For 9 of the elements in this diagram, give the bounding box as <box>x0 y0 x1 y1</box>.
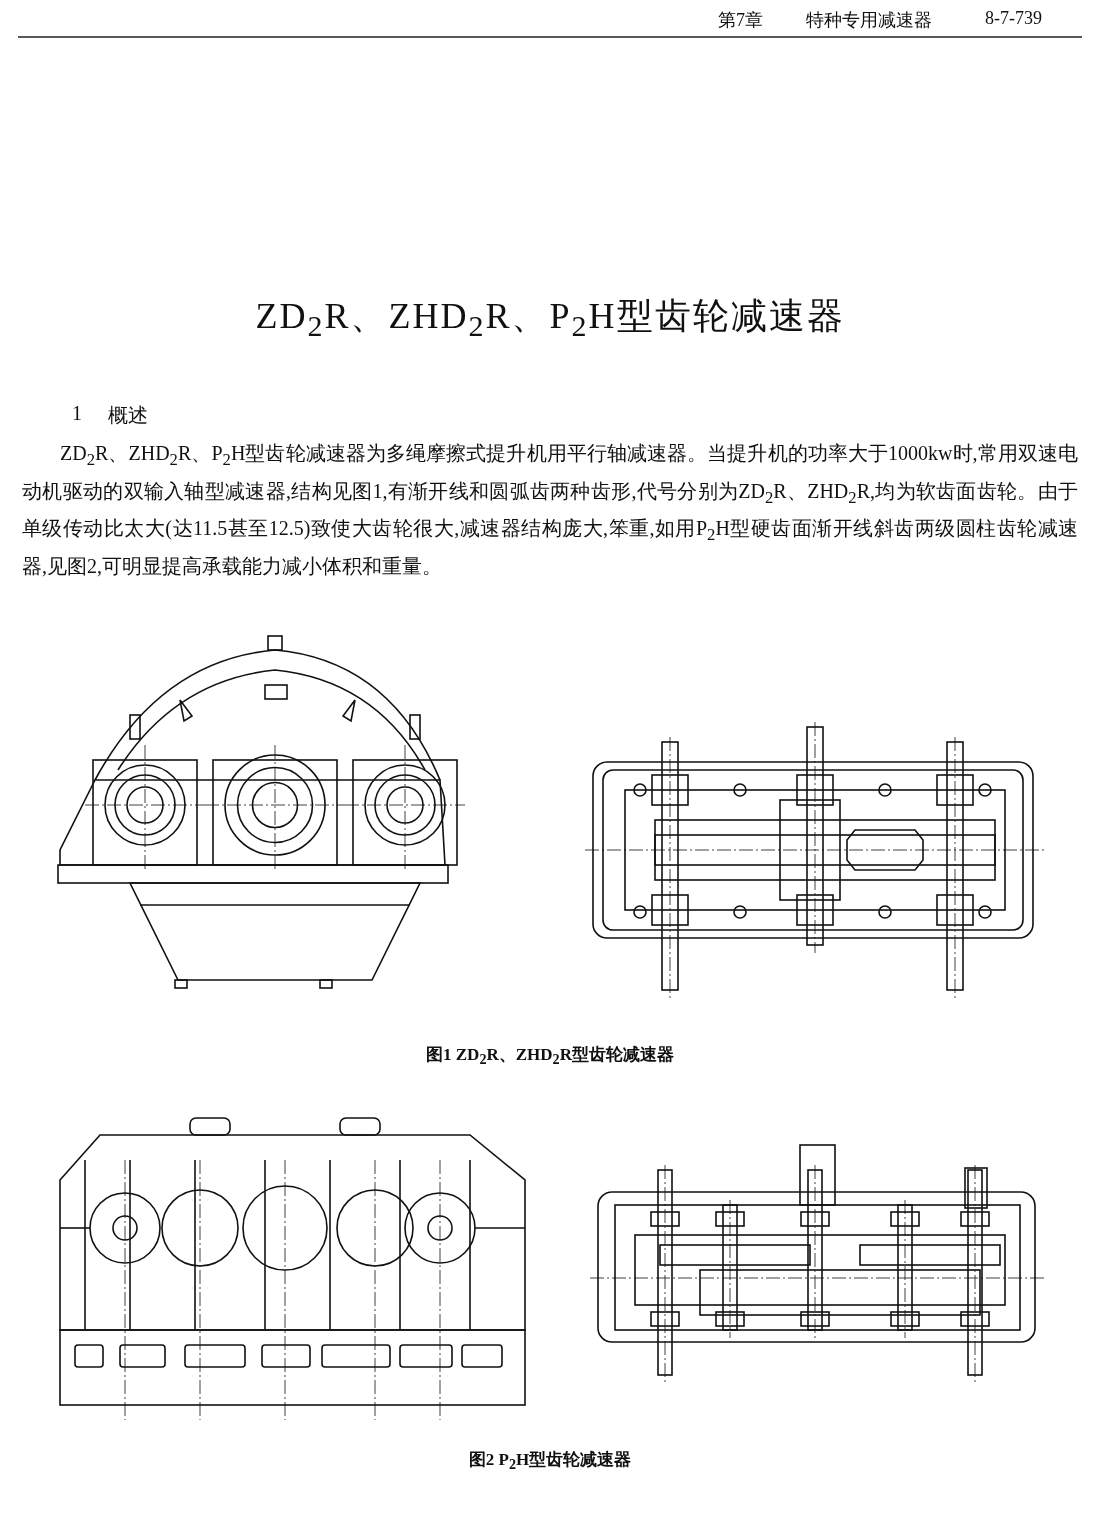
figure-caption: 图1 ZD$_{2}$R、ZHD$_{2}$R型齿轮减速器 <box>425 1044 675 1069</box>
page-title: ZD$_{2}$R、ZHD$_{2}$R、P$_{2}$H型齿轮减速器 <box>254 295 846 344</box>
section-number: 1 <box>72 402 82 425</box>
chapter-title: 特种专用减速器 <box>806 9 932 32</box>
figure-caption: 图2 P$_{2}$H型齿轮减速器 <box>467 1449 633 1474</box>
body-paragraph: ZD$_{2}$R、ZHD$_{2}$R、P$_{2}$H型齿轮减速器为多绳摩擦式提升机用平行轴减速器。当提升机的功率大于1000kw时,常用双速电动机驱动的双输入轴型减速器,结构见图1,有渐开线和圆弧齿两种齿形,代号分别为ZD$_{2}$R、ZHD$_{2}$R,均为软齿面齿轮。由于单级传动比太大(达11.5甚至12.5)致使大齿轮很大,减速器结构庞大,笨重,如用P$_{2}$H型硬齿面渐开线斜齿两级圆柱齿轮减速器,见图2,可明显提高承载能力减小体积和重量。 <box>22 441 1078 579</box>
section-heading: 概述 <box>108 403 148 428</box>
page-number: 8-7-739 <box>985 8 1042 29</box>
chapter: 第7章 <box>718 9 763 32</box>
